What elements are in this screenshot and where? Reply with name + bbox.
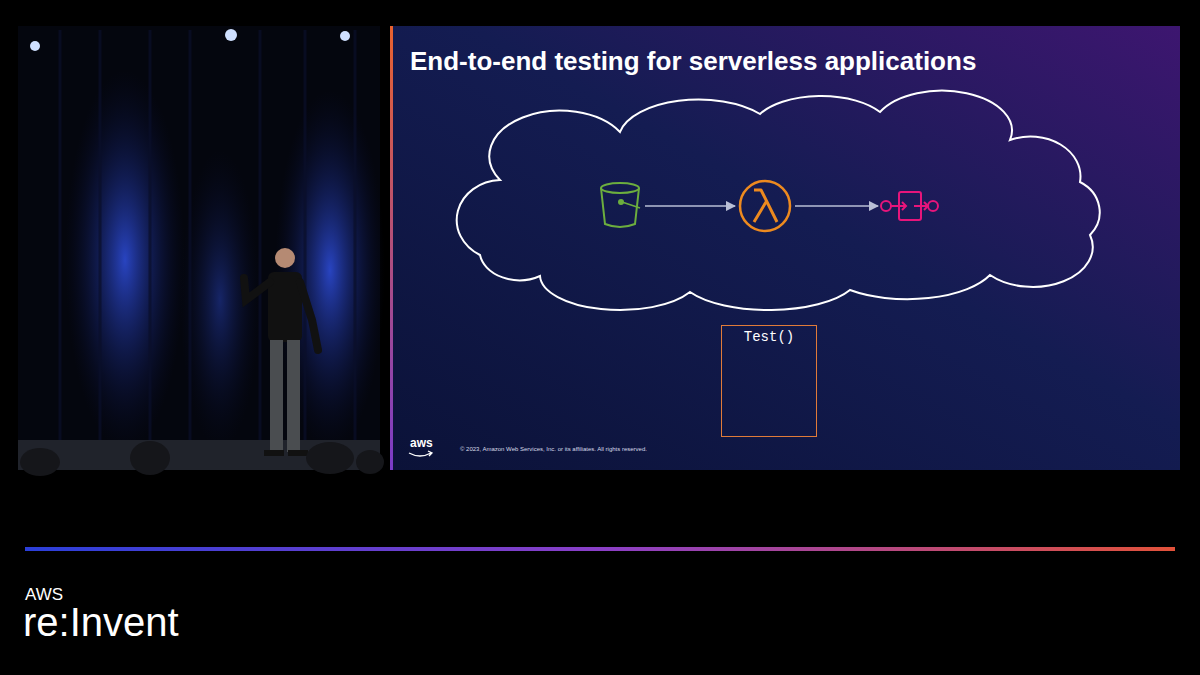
event-logo-aws: AWS (25, 586, 63, 603)
aws-smile (409, 451, 432, 456)
lambda-icon (740, 181, 790, 231)
flow-arrow (645, 205, 735, 207)
event-logo-name: re:Invent (23, 602, 179, 642)
cloud-outline (457, 91, 1100, 310)
bucket-icon (601, 183, 640, 227)
test-box: Test() (721, 325, 817, 437)
slide-panel (390, 26, 1180, 470)
aws-logo-text: aws (410, 437, 433, 449)
stage-light (340, 31, 350, 41)
stage-light (225, 29, 237, 41)
audience-heads (20, 441, 384, 476)
curtain-glow (65, 70, 185, 450)
copyright-note: © 2023, Amazon Web Services, Inc. or its… (460, 446, 647, 452)
gradient-rule (25, 547, 1175, 551)
curtain-folds (60, 30, 355, 440)
slide-accent-bar (390, 26, 393, 470)
slide-title: End-to-end testing for serverless applic… (410, 46, 976, 77)
stage-light (30, 41, 40, 51)
node-text: Test() (730, 329, 808, 345)
flow-arrow (795, 205, 878, 207)
speaker-figure (244, 248, 318, 456)
queue-icon (881, 192, 938, 220)
